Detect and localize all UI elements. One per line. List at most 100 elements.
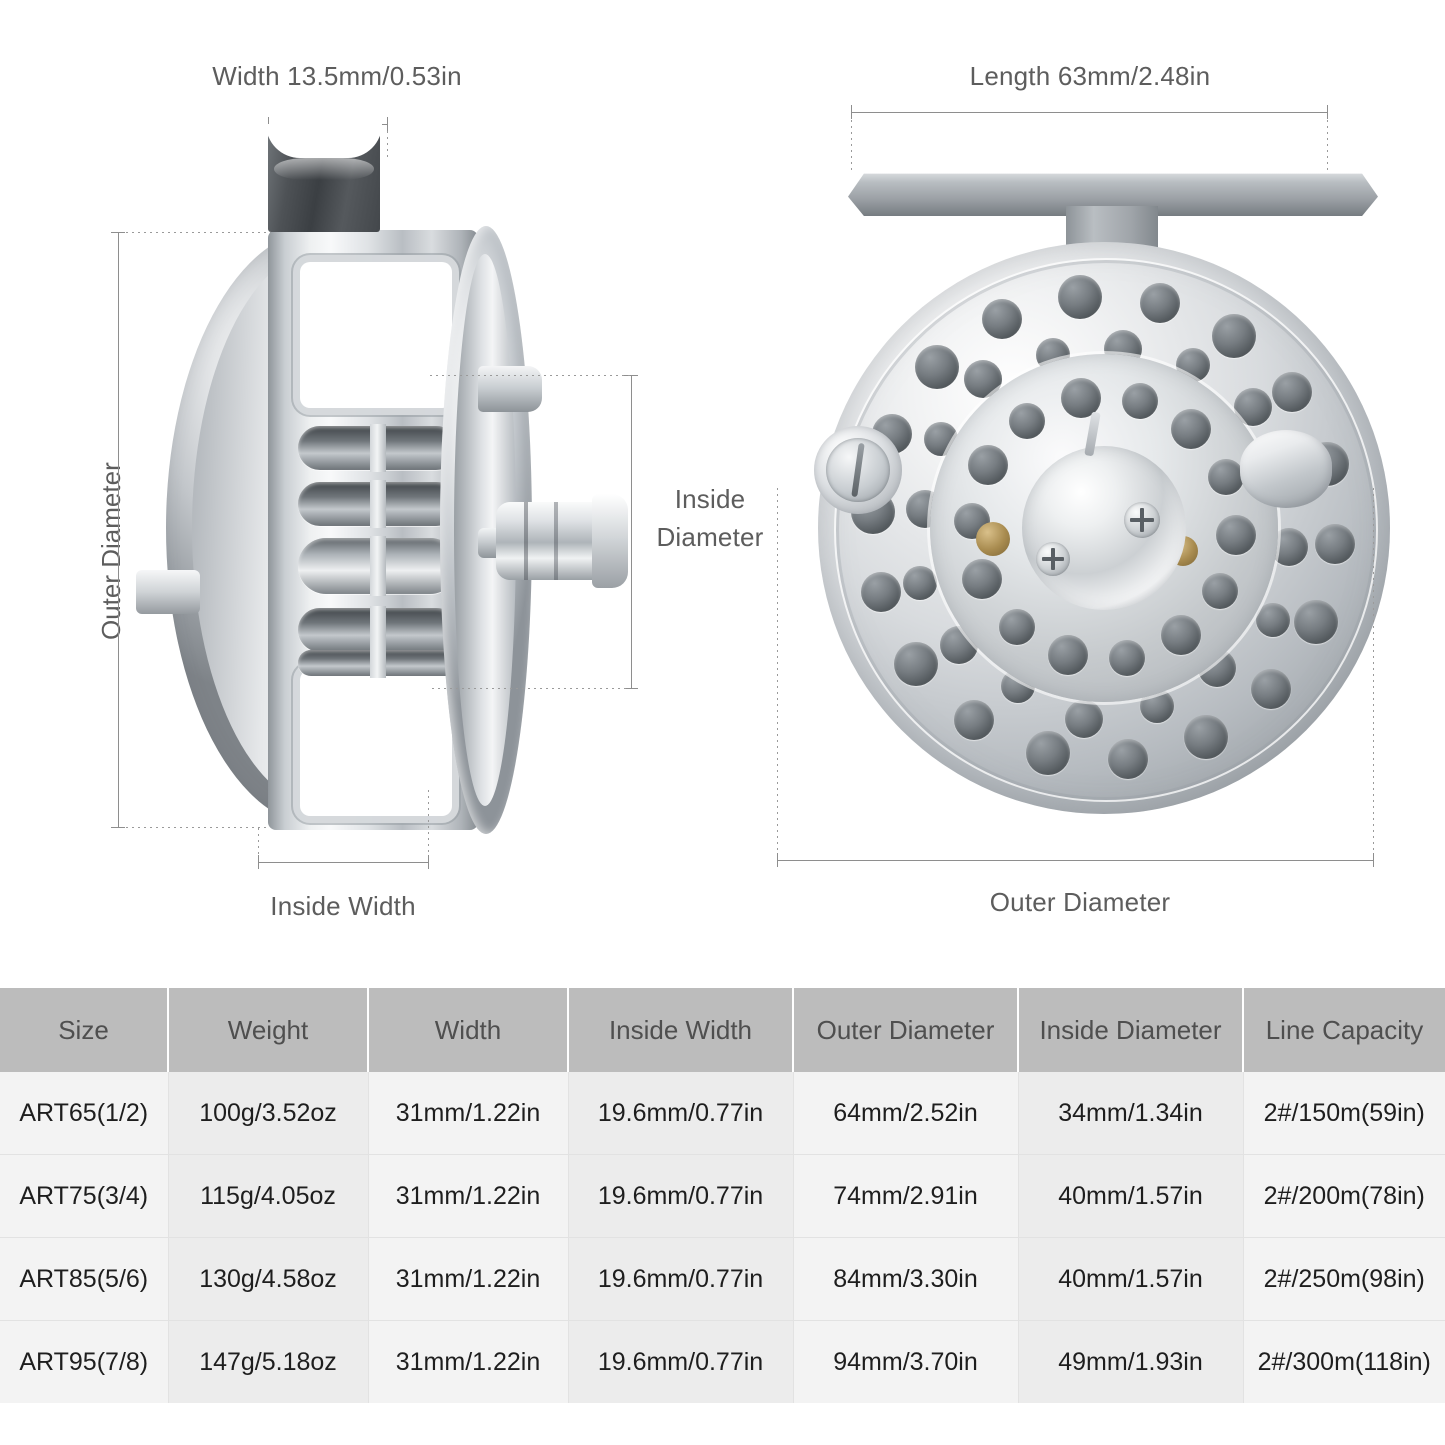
- porting-hole-inner-4: [1215, 514, 1256, 555]
- table-cell-r0-c0: ART65(1/2): [0, 1072, 169, 1155]
- table-cell-r0-c6: 2#/150m(59in): [1243, 1072, 1445, 1155]
- inside-width-rule-cap-left: [258, 855, 259, 869]
- table-cell-r2-c1: 130g/4.58oz: [168, 1237, 369, 1321]
- porting-hole-outer-0: [1057, 275, 1102, 320]
- porting-hole-mid-8: [1064, 699, 1103, 738]
- porting-hole-outer-13: [860, 571, 901, 612]
- table-cell-r3-c1: 147g/5.18oz: [168, 1320, 369, 1403]
- length-extension-left: [851, 120, 852, 172]
- porting-hole-outer-9: [1108, 738, 1149, 779]
- table-cell-r0-c4: 64mm/2.52in: [793, 1072, 1019, 1155]
- inside-diameter-vertical-rule: [631, 375, 632, 689]
- outer-diameter-rule-cap-bottom: [111, 827, 125, 828]
- table-cell-r0-c2: 31mm/1.22in: [368, 1072, 569, 1155]
- table-cell-r0-c1: 100g/3.52oz: [168, 1072, 369, 1155]
- face-outer-diameter-cap-left: [777, 853, 778, 867]
- length-rule-cap-right: [1327, 105, 1328, 119]
- outer-diameter-rule-cap-top: [111, 232, 125, 233]
- length-extension-right: [1327, 120, 1328, 172]
- porting-hole-outer-6: [1293, 600, 1338, 645]
- spool-port-3: [298, 536, 458, 596]
- inside-diameter-label-line2: Diameter: [656, 522, 764, 552]
- brass-bushing-left: [976, 522, 1010, 556]
- table-cell-r1-c4: 74mm/2.91in: [793, 1154, 1019, 1238]
- porting-hole-mid-5: [1255, 602, 1290, 637]
- table-cell-r0-c5: 34mm/1.34in: [1018, 1072, 1244, 1155]
- table-cell-r2-c2: 31mm/1.22in: [368, 1237, 569, 1321]
- table-header-cell-3: Inside Width: [568, 988, 794, 1072]
- drag-adjustment-knob-slot: [826, 438, 890, 502]
- inside-width-extension-right: [428, 790, 429, 862]
- porting-hole-inner-7: [1108, 639, 1145, 676]
- outer-diameter-extension-top: [126, 232, 306, 233]
- table-cell-r2-c3: 19.6mm/0.77in: [568, 1237, 794, 1321]
- spool-cage-window-top: [300, 262, 452, 408]
- table-cell-r3-c3: 19.6mm/0.77in: [568, 1320, 794, 1403]
- table-cell-r0-c3: 19.6mm/0.77in: [568, 1072, 794, 1155]
- reel-face-illustration: [770, 150, 1390, 850]
- table-cell-r3-c2: 31mm/1.22in: [368, 1320, 569, 1403]
- porting-hole-inner-9: [998, 608, 1035, 645]
- table-cell-r2-c0: ART85(5/6): [0, 1237, 169, 1321]
- table-cell-r2-c5: 40mm/1.57in: [1018, 1237, 1244, 1321]
- porting-hole-inner-1: [1121, 382, 1158, 419]
- table-header-cell-2: Width: [368, 988, 569, 1072]
- inside-diameter-extension-bottom: [432, 688, 630, 689]
- reel-center-hub: [1022, 446, 1186, 610]
- table-cell-r1-c0: ART75(3/4): [0, 1154, 169, 1238]
- porting-hole-outer-1: [1140, 282, 1181, 323]
- porting-hole-inner-12: [968, 444, 1009, 485]
- table-cell-r3-c4: 94mm/3.70in: [793, 1320, 1019, 1403]
- table-header-cell-1: Weight: [168, 988, 369, 1072]
- porting-hole-inner-13: [1008, 402, 1045, 439]
- length-rule-cap-left: [851, 105, 852, 119]
- table-header-cell-6: Line Capacity: [1243, 988, 1445, 1072]
- face-outer-diameter-label: Outer Diameter: [989, 887, 1171, 917]
- outer-diameter-left-label: Outer Diameter: [96, 462, 126, 640]
- face-outer-diameter-cap-right: [1373, 853, 1374, 867]
- outer-diameter-vertical-rule: [118, 232, 119, 828]
- table-cell-r3-c0: ART95(7/8): [0, 1320, 169, 1403]
- porting-hole-inner-6: [1161, 615, 1202, 656]
- spool-port-5: [298, 648, 458, 678]
- hub-phillips-screw-right: [1124, 502, 1160, 538]
- table-cell-r1-c6: 2#/200m(78in): [1243, 1154, 1445, 1238]
- reel-outer-rim: [834, 258, 1378, 802]
- table-cell-r1-c1: 115g/4.05oz: [168, 1154, 369, 1238]
- width-extension-right: [387, 131, 388, 161]
- width-rule-cap-right: [387, 117, 388, 131]
- table-cell-r3-c6: 2#/300m(118in): [1243, 1320, 1445, 1403]
- reel-side-illustration: [136, 124, 640, 840]
- porting-hole-inner-2: [1171, 409, 1212, 450]
- porting-hole-outer-3: [1271, 371, 1312, 412]
- face-outer-diameter-extension-right: [1373, 488, 1374, 860]
- porting-hole-outer-17: [982, 299, 1023, 340]
- table-cell-r1-c5: 40mm/1.57in: [1018, 1154, 1244, 1238]
- hub-phillips-screw-left: [1036, 542, 1070, 576]
- inside-width-label: Inside Width: [270, 891, 416, 921]
- porting-hole-outer-16: [915, 344, 960, 389]
- inside-diameter-rule-cap-bottom: [624, 688, 638, 689]
- porting-hole-outer-12: [894, 642, 939, 687]
- face-outer-diameter-rule: [777, 860, 1374, 861]
- table-cell-r2-c6: 2#/250m(98in): [1243, 1237, 1445, 1321]
- inside-width-extension-left: [258, 828, 259, 862]
- reel-handle-knob-flare: [592, 494, 628, 588]
- inside-diameter-extension-top: [430, 375, 630, 376]
- porting-hole-outer-8: [1183, 714, 1228, 759]
- porting-hole-outer-11: [954, 700, 995, 741]
- porting-hole-inner-8: [1048, 635, 1089, 676]
- table-header-cell-0: Size: [0, 988, 169, 1072]
- length-dimension-label: Length 63mm/2.48in: [969, 61, 1211, 91]
- inside-diameter-rule-cap-top: [624, 375, 638, 376]
- table-cell-r2-c4: 84mm/3.30in: [793, 1237, 1019, 1321]
- reel-spindle-nub: [136, 570, 200, 614]
